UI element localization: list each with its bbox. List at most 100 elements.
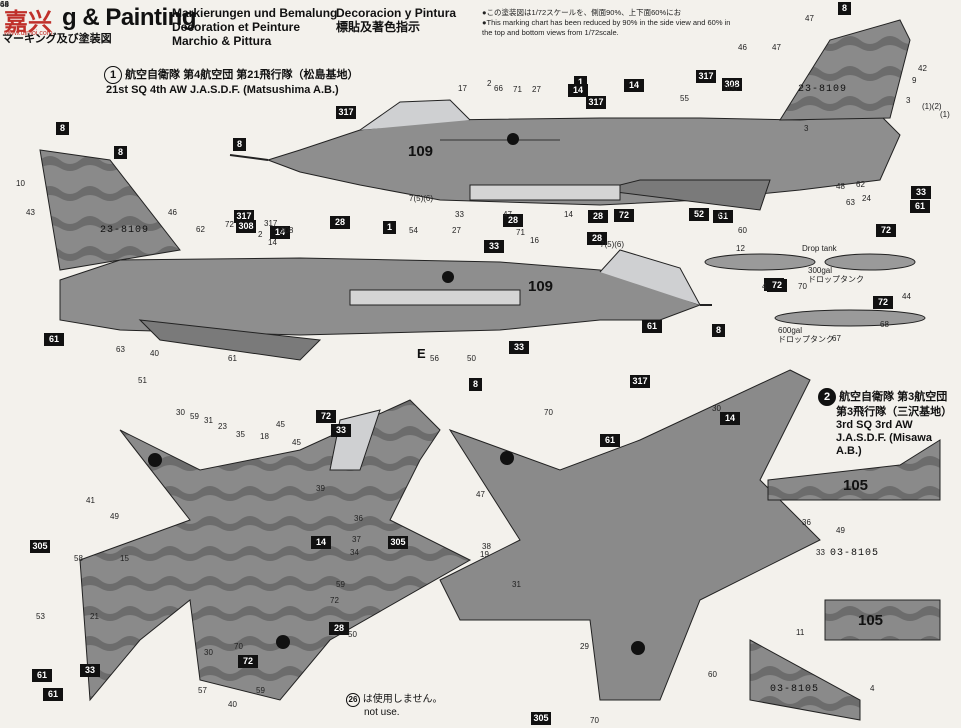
callout-4: 4 [762, 282, 767, 291]
callout-17: 17 [458, 84, 467, 93]
callout-59: 59 [256, 686, 265, 695]
header-col1: Markierungen und Bemalung Decoration et … [172, 6, 337, 48]
tail-serial-detail2: 03-8105 [770, 684, 820, 695]
decal-box-305: 305 [531, 712, 551, 725]
callout-2: 2 [487, 79, 492, 88]
callout-317: 317 [264, 219, 278, 228]
scheme1-caption: 1 航空自衛隊 第4航空団 第21飛行隊（松島基地） 21st SQ 4th A… [104, 66, 359, 97]
callout-33: 33 [455, 210, 464, 219]
decal-box-317: 317 [336, 106, 356, 119]
callout-15: 15 [120, 554, 129, 563]
footnote-number: 26 [346, 693, 360, 707]
callout-12: (1)(2) [922, 102, 942, 111]
callout-42: 42 [918, 64, 927, 73]
callout-47: 47 [772, 43, 781, 52]
scheme2-en2: J.A.S.D.F. (Misawa A.B.) [836, 432, 932, 457]
tank600-jp: ドロップタンク [778, 335, 834, 344]
callout-58: 58 [74, 554, 83, 563]
callout-59: 59 [336, 580, 345, 589]
decal-box-317: 317 [630, 375, 650, 388]
callout-53: 53 [36, 612, 45, 621]
callout-66: 66 [494, 84, 503, 93]
header-es: Decoracion y Pintura [336, 6, 457, 20]
callout-14: 14 [268, 238, 277, 247]
decal-box-8: 8 [712, 324, 725, 337]
callout-30: 30 [712, 404, 721, 413]
note-en2: the top and bottom views from 1/72scale. [482, 28, 619, 37]
callout-12: 12 [736, 244, 745, 253]
callout-46: 46 [738, 43, 747, 52]
decal-box-317: 317 [586, 96, 606, 109]
decal-box-61: 61 [43, 688, 63, 701]
nose-code-upper: 109 [408, 143, 434, 160]
callout-56: 56 [430, 354, 439, 363]
header-cn: 標貼及著色指示 [336, 20, 421, 34]
scheme1-jp: 航空自衛隊 第4航空団 第21飛行隊（松島基地） [125, 69, 359, 81]
decal-box-33: 33 [509, 341, 529, 354]
callout-18: 18 [260, 432, 269, 441]
page-title: g & Painting [62, 4, 197, 31]
decal-box-317: 317 [234, 210, 254, 223]
callout-9: 9 [912, 76, 917, 85]
callout-46: 46 [168, 208, 177, 217]
callout-45: 45 [276, 420, 285, 429]
decal-box-308: 308 [722, 78, 742, 91]
callout-27: 27 [452, 226, 461, 235]
callout-24: 24 [862, 194, 871, 203]
callout-50: 50 [467, 354, 476, 363]
callout-54: 54 [409, 226, 418, 235]
decal-box-14: 14 [624, 79, 644, 92]
callout-47: 47 [476, 490, 485, 499]
watermark-logo: 嘉兴 [4, 9, 52, 36]
note-jp: ●この塗装図は1/72スケールを、側面90%、上下面60%にお [482, 8, 682, 17]
decal-box-8: 8 [233, 138, 246, 151]
callout-756: 7(5)(6) [600, 240, 625, 249]
callout-62: 62 [856, 180, 865, 189]
callout-29: 29 [580, 642, 589, 651]
callout-63: 63 [846, 198, 855, 207]
serial-middle: 23-8109 [100, 225, 150, 236]
callout-44: 44 [0, 0, 9, 9]
scheme2-jp1: 航空自衛隊 第3航空団 [839, 391, 948, 403]
callout-2: 2 [258, 230, 263, 239]
callout-33: 33 [816, 548, 825, 557]
callout-36: 36 [354, 514, 363, 523]
callout-72: 72 [225, 220, 234, 229]
header-col2: Decoracion y Pintura 標貼及著色指示 [336, 6, 456, 34]
callout-306: 306 [724, 84, 738, 93]
decal-box-8: 8 [114, 146, 127, 159]
nose-code-middle: 109 [528, 278, 554, 295]
decal-box-61: 61 [910, 200, 930, 213]
decal-box-72: 72 [614, 209, 634, 222]
callout-62: 62 [196, 225, 205, 234]
side-view-middle [39, 149, 712, 361]
callout-36: 36 [802, 518, 811, 527]
callout-1: (1) [940, 110, 950, 119]
callout-43: 43 [26, 208, 35, 217]
decal-box-61: 61 [713, 210, 733, 223]
callout-13: 13 [717, 210, 726, 219]
callout-41: 41 [86, 496, 95, 505]
decal-box-28: 28 [588, 210, 608, 223]
footnote-en: not use. [364, 707, 400, 718]
callout-71: 71 [516, 228, 525, 237]
side-view-upper [229, 19, 911, 211]
callout-10: 10 [16, 179, 25, 188]
decal-box-28: 28 [587, 232, 607, 245]
decal-box-14: 14 [270, 226, 290, 239]
callout-60: 60 [738, 226, 747, 235]
callout-60: 60 [708, 670, 717, 679]
callout-308: 308 [280, 226, 294, 235]
subtitle-jp: マーキング及び塗装図 [2, 33, 112, 45]
callout-68: 68 [880, 320, 889, 329]
decal-box-14: 14 [568, 84, 588, 97]
decal-box-317: 317 [696, 70, 716, 83]
callout-27: 27 [532, 85, 541, 94]
callout-19: 19 [480, 550, 489, 559]
callout-57: 57 [198, 686, 207, 695]
callout-69: 69 [0, 0, 9, 9]
scheme2-number: 2 [818, 388, 836, 406]
decal-box-72: 72 [767, 279, 787, 292]
callout-72: 72 [330, 596, 339, 605]
